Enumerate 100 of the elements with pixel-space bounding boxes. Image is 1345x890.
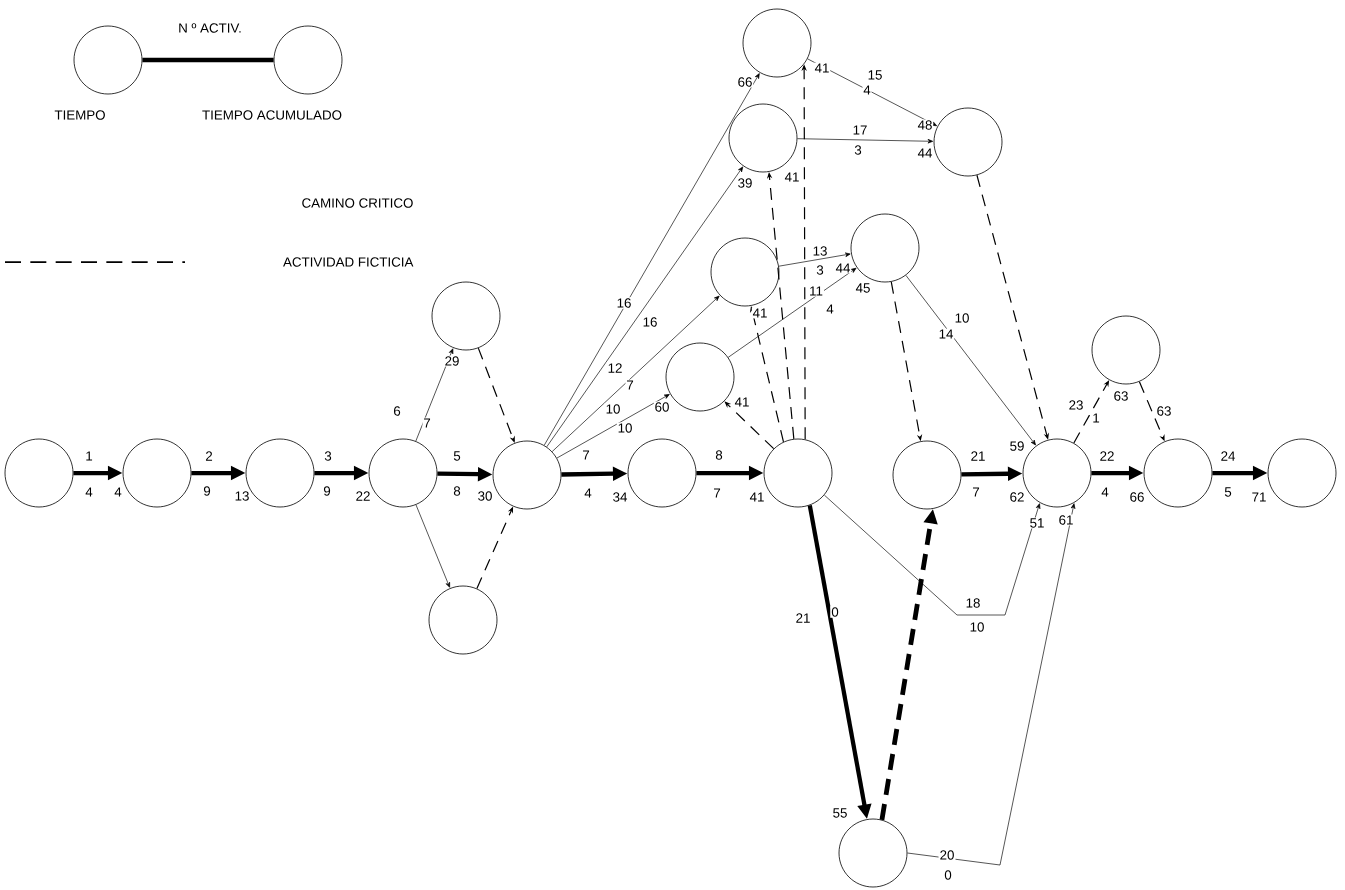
event-circle [763,438,833,508]
node-caption: TIEMPO ACUMULADO [202,110,342,120]
arrow [824,494,1041,616]
event-circle [728,103,798,173]
time-label: 8 [452,485,462,497]
event-circle [933,107,1003,177]
time-label: 4 [84,486,94,498]
time-label: 1 [1091,412,1101,424]
edge-label: 23 [1067,399,1085,411]
arrow [778,252,851,267]
edge-label: 17 [851,124,869,136]
arrow [543,73,760,446]
edge-label: 1 [84,450,94,462]
time-label: 61 [1057,514,1075,526]
edge-label: 2 [204,450,214,462]
time-label: 4 [1100,486,1110,498]
edge-label: 16 [641,316,659,328]
time-label: 13 [233,490,251,502]
time-label: 9 [202,485,212,497]
arrow [556,394,670,459]
event-circle [273,25,343,95]
event-circle [892,440,962,510]
event-circle [73,25,143,95]
time-label: 4 [862,84,872,96]
time-label: 10 [616,422,634,434]
time-label: 71 [1250,491,1268,503]
arrow [551,295,720,452]
time-label: 66 [736,76,754,88]
time-label: 21 [794,612,812,624]
time-label: 10 [968,621,986,633]
time-label: 41 [813,62,831,74]
event-circle [492,440,562,510]
time-label: 63 [1112,390,1130,402]
time-label: 4 [825,303,835,315]
edge-label: 18 [964,597,982,609]
event-circle [431,281,501,351]
event-circle [742,8,812,78]
node-caption: TIEMPO [54,110,105,120]
edge-label: 8 [714,449,724,461]
edge-label: 10 [953,312,971,324]
time-label: 59 [1008,440,1026,452]
arrow [797,138,934,144]
arrow [905,275,1036,446]
time-label: 4 [583,487,593,499]
event-circle [1267,438,1337,508]
time-label: 22 [354,490,372,502]
time-label: 60 [653,401,671,413]
time-label: 45 [854,282,872,294]
legend-text: ACTIVIDAD FICTICIA [283,257,414,267]
time-label: 51 [1028,517,1046,529]
time-label: 55 [831,807,849,819]
edge-label: 0 [830,606,840,618]
edge-label: 10 [604,403,622,415]
time-label: 7 [971,486,981,498]
event-circle [1143,438,1213,508]
time-label: 29 [443,355,461,367]
arrow [477,347,515,443]
edge-label: 20 [938,849,956,861]
time-label: 7 [422,417,432,429]
time-label: 48 [916,119,934,131]
edge-label: 3 [323,450,333,462]
edge-label: 15 [866,69,884,81]
time-label: 3 [853,144,863,156]
event-circle [368,438,438,508]
time-label: 41 [751,307,769,319]
edge-label: 12 [606,362,624,374]
time-label: 9 [322,485,332,497]
event-circle [1022,438,1092,508]
edge-label: 7 [581,449,591,461]
time-label: 62 [1008,491,1026,503]
event-circle [122,438,192,508]
edge-label: 16 [615,297,633,309]
arrow [546,166,744,448]
event-circle [850,213,920,283]
time-label: 44 [834,262,852,274]
arrow [415,348,454,442]
edge-label: N º ACTIV. [177,22,243,34]
edge-label: 21 [969,450,987,462]
time-label: 3 [815,264,825,276]
arrow [724,401,775,450]
event-circle [4,438,74,508]
time-label: 39 [736,177,754,189]
event-circle [710,237,780,307]
edge-label: 5 [452,450,462,462]
time-label: 66 [1128,491,1146,503]
time-label: 41 [783,171,801,183]
time-label: 44 [916,147,934,159]
time-label: 5 [1223,486,1233,498]
time-label: 41 [733,396,751,408]
event-circle [1091,315,1161,385]
edge-label: 13 [811,245,829,257]
edge-label: 22 [1098,450,1116,462]
arrow [727,267,857,358]
edge-label: 24 [1219,450,1237,462]
time-label: 63 [1155,405,1173,417]
legend-text: CAMINO CRITICO [302,198,413,208]
arrow [415,504,450,588]
time-label: 7 [625,379,635,391]
arrow [807,58,937,127]
arrow [907,503,1076,866]
